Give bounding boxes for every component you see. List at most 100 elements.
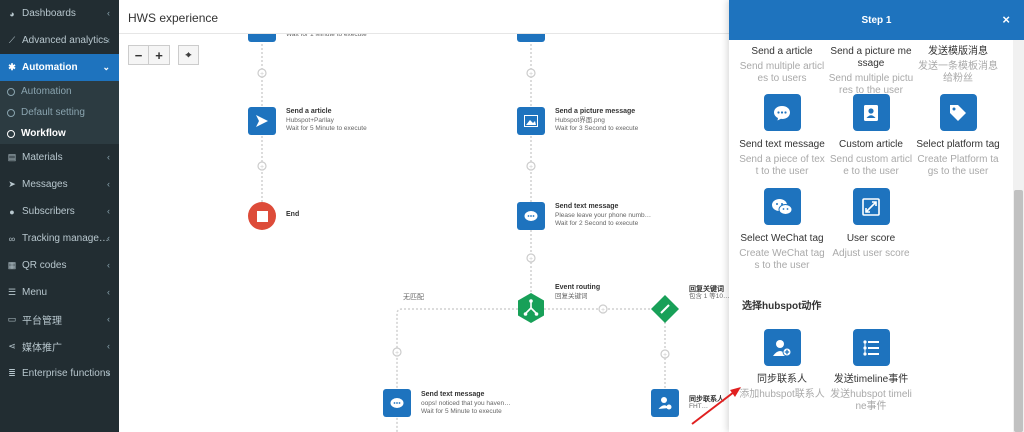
sidebar-item-platform[interactable]: ▭平台管理‹: [0, 306, 119, 333]
monitor-icon: ▭: [7, 314, 17, 324]
add-user-icon: [763, 329, 801, 366]
node-send-text-2-line1: oops! noticed that you haven…: [421, 400, 511, 407]
center-view-button[interactable]: ⌖: [178, 45, 199, 65]
card-desc: Send multiple articles to users: [739, 61, 825, 84]
dashboard-icon: ◕: [9, 8, 15, 19]
chevron-left-icon: ‹: [107, 233, 110, 243]
edge-label-no-match: 无匹配: [403, 294, 424, 301]
sidebar: ◕ Dashboards ‹ ⟋Advanced analytics‹ ✱ Autom…: [0, 0, 119, 432]
close-icon[interactable]: ×: [1002, 12, 1010, 27]
action-card-wechat-tag[interactable]: Select WeChat tag Create WeChat tags to …: [739, 188, 825, 272]
action-card-timeline-event[interactable]: 发送timeline事件 发送hubspot timeline事件: [828, 329, 914, 413]
chat-icon: [763, 94, 801, 131]
sidebar-item-qr-codes[interactable]: ▦QR codes‹: [0, 252, 119, 279]
action-card-send-article[interactable]: Send a article Send multiple articles to…: [739, 46, 825, 85]
svg-text:+: +: [601, 307, 605, 314]
node-send-text-1-title: Send text message: [555, 203, 619, 210]
svg-text:+: +: [395, 350, 399, 357]
svg-text:+: +: [529, 71, 533, 78]
sidebar-subitem-workflow[interactable]: Workflow: [0, 123, 119, 144]
node-keyword-condition[interactable]: [650, 294, 680, 324]
node-send-picture-line1: Hubspot界面.png: [555, 117, 605, 124]
zoom-out-button[interactable]: −: [128, 45, 149, 65]
sidebar-item-automation[interactable]: ✱ Automation ⌄: [0, 54, 119, 81]
node-send-text-1-line2: Wait for 2 Second to execute: [555, 220, 639, 227]
sidebar-item-advanced-analytics[interactable]: ⟋Advanced analytics‹: [0, 27, 119, 54]
sidebar-submenu: Automation Default setting Workflow: [0, 81, 119, 144]
workflow-connectors: ++ ++ ++ ++: [257, 40, 670, 432]
zoom-in-button[interactable]: +: [149, 45, 170, 65]
list-icon: ≣: [8, 368, 16, 378]
card-title: 同步联系人: [757, 374, 807, 385]
card-title: Send text message: [739, 139, 825, 150]
add-user-icon: [658, 397, 672, 410]
svg-text:+: +: [260, 71, 264, 78]
sidebar-item-media[interactable]: ⋖媒体推广‹: [0, 333, 119, 360]
action-card-sync-contact[interactable]: 同步联系人 添加hubspot联系人: [739, 329, 825, 401]
card-title: Send a article: [751, 46, 813, 57]
sidebar-item-label: Dashboards: [22, 8, 76, 19]
chevron-left-icon: ‹: [107, 314, 110, 324]
action-card-send-text[interactable]: Send text message Send a piece of text t…: [739, 94, 825, 178]
sidebar-item-label: 媒体推广: [22, 343, 62, 354]
node-send-picture-line2: Wait for 3 Second to execute: [555, 125, 639, 132]
chevron-down-icon: ⌄: [102, 62, 110, 72]
card-desc: Send multiple pictures to the user: [828, 73, 914, 96]
sidebar-subitem-label: Automation: [21, 86, 72, 97]
node-send-picture-title: Send a picture message: [555, 108, 636, 115]
node-top-left-sub: Wait for 1 Minute to execute: [286, 31, 367, 38]
node-send-text-2[interactable]: [383, 389, 411, 417]
action-card-send-picture[interactable]: Send a picture message Send multiple pic…: [828, 46, 914, 97]
node-send-text-1[interactable]: [517, 202, 545, 230]
tag-icon: [939, 94, 977, 131]
node-send-text-2-line2: Wait for 5 Minute to execute: [421, 408, 502, 415]
panel-body: Send a article Send multiple articles to…: [729, 40, 1012, 432]
action-card-platform-tag[interactable]: Select platform tag Create Platform tags…: [915, 94, 1001, 178]
chevron-left-icon: ‹: [107, 8, 110, 18]
condition-icon: [660, 304, 670, 314]
node-send-article[interactable]: [248, 107, 276, 135]
users-icon: ●: [9, 206, 15, 217]
sidebar-subitem-automation[interactable]: Automation: [0, 81, 119, 102]
card-title: Select platform tag: [916, 139, 1000, 150]
sidebar-item-tracking[interactable]: ∞Tracking manage…‹: [0, 225, 119, 252]
sidebar-subitem-default-setting[interactable]: Default setting: [0, 102, 119, 123]
node-send-picture[interactable]: [517, 107, 545, 135]
node-event-routing[interactable]: [515, 292, 547, 324]
chat-icon: [390, 397, 404, 408]
node-event-routing-line1: 回复关键词: [555, 293, 588, 300]
svg-text:+: +: [260, 164, 264, 171]
panel-scrollbar-thumb[interactable]: [1014, 190, 1023, 432]
circle-icon: [7, 108, 15, 117]
zoom-toolbar: − + ⌖: [128, 45, 199, 65]
section-title-hubspot: 选择hubspot动作: [742, 301, 822, 312]
sidebar-item-label: Tracking manage…: [22, 233, 109, 244]
sidebar-item-messages[interactable]: ➤Messages‹: [0, 171, 119, 198]
send-icon: ➤: [8, 179, 16, 189]
card-desc: Create WeChat tags to the user: [739, 248, 825, 271]
workflow-canvas[interactable]: ++ ++ ++ ++ Wait for 1 Minute to execute…: [119, 0, 729, 432]
node-sync-contact-line1: FHT…: [689, 403, 709, 410]
node-send-text-2-title: Send text message: [421, 391, 485, 398]
image-icon: [524, 115, 538, 127]
action-card-custom-article[interactable]: Custom article Send custom article to th…: [828, 94, 914, 178]
gear-icon: ✱: [8, 62, 16, 72]
step-panel: Step 1 × Send a article Send multiple ar…: [729, 0, 1024, 432]
chat-icon: [524, 210, 538, 221]
sidebar-item-enterprise[interactable]: ≣Enterprise functions‹: [0, 360, 119, 387]
chevron-left-icon: ‹: [107, 152, 110, 162]
sidebar-item-label: Automation: [22, 62, 78, 73]
action-card-user-score[interactable]: User score Adjust user score: [828, 188, 914, 260]
node-end[interactable]: [248, 202, 276, 230]
qrcode-icon: ▦: [7, 260, 17, 270]
sidebar-item-label: Menu: [22, 287, 48, 298]
sidebar-item-materials[interactable]: ▤Materials‹: [0, 144, 119, 171]
sidebar-item-dashboards[interactable]: ◕ Dashboards ‹: [0, 0, 119, 27]
node-send-text-1-line1: Please leave your phone numb…: [555, 212, 652, 219]
action-card-template-message[interactable]: 发送模版消息 发送一条模板消息给粉丝: [915, 46, 1001, 85]
card-title: User score: [846, 233, 896, 244]
sidebar-item-subscribers[interactable]: ●Subscribers‹: [0, 198, 119, 225]
card-title: 发送模版消息: [928, 46, 988, 57]
node-sync-contact[interactable]: [651, 389, 679, 417]
sidebar-item-menu[interactable]: ☰Menu‹: [0, 279, 119, 306]
